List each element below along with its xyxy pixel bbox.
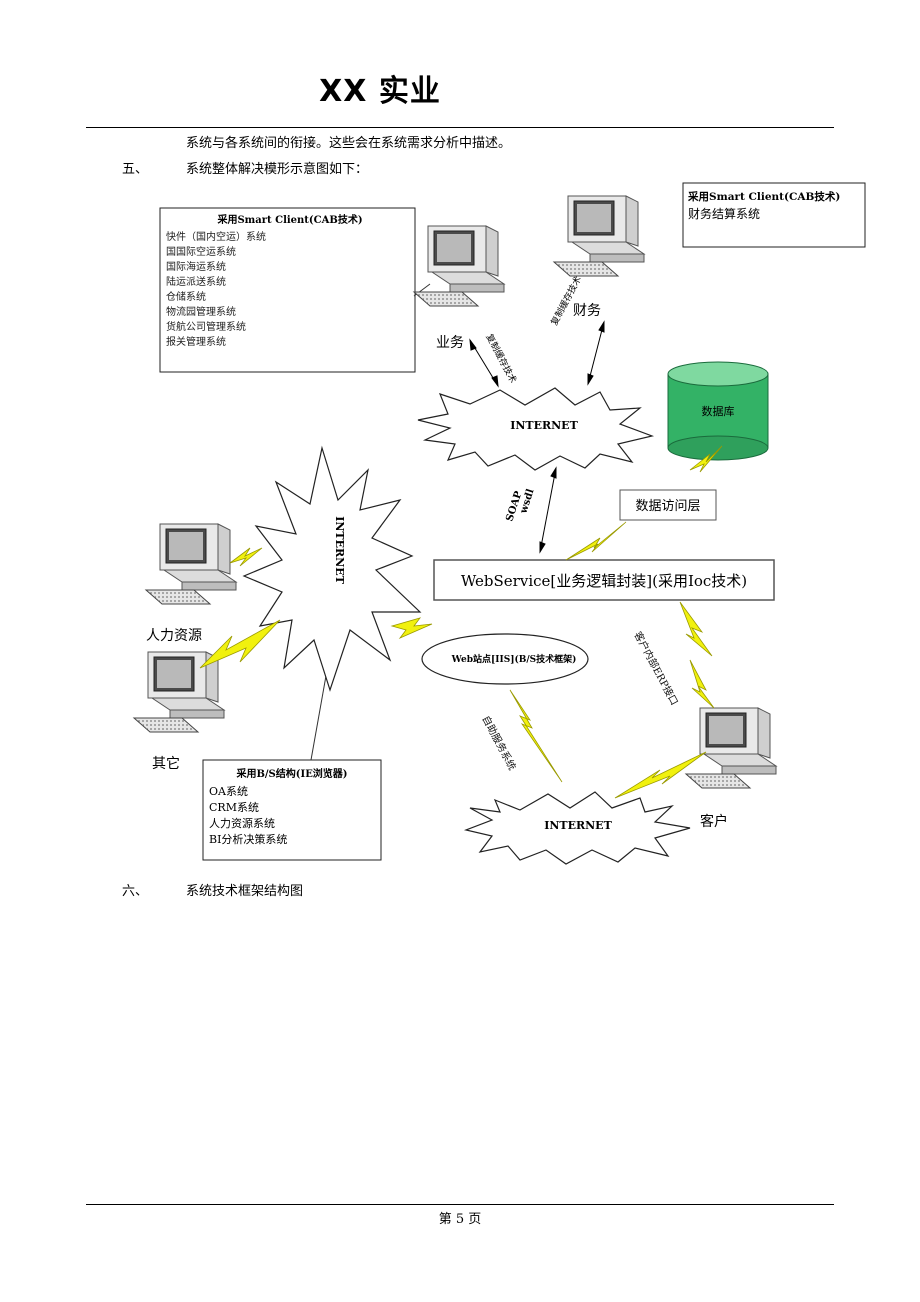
other-computer-icon <box>133 651 225 733</box>
bs-box-item: BI分析决策系统 <box>209 832 287 846</box>
bs-box-item: CRM系统 <box>209 801 259 814</box>
footer-rule <box>86 1204 834 1205</box>
webservice-box <box>433 559 775 601</box>
intro-line: 系统与各系统间的衔接。这些会在系统需求分析中描述。 <box>186 136 512 151</box>
section-5-number: 五、 <box>122 162 149 177</box>
page-number: 第 5 页 <box>438 1212 482 1227</box>
smart-client-box <box>159 207 416 373</box>
internet-bottom-cloud <box>463 791 691 865</box>
web-site-ellipse <box>421 633 589 685</box>
web-site-label: Web站点[IIS](B/S技术框架) <box>451 653 577 665</box>
smart-client-item: 快件（国内空运）系统 <box>166 230 266 243</box>
finance-box-title: 采用Smart Client(CAB技术) <box>687 190 840 203</box>
customer-label: 客户 <box>700 813 728 830</box>
other-label: 其它 <box>152 755 180 772</box>
finance-label: 财务 <box>573 303 601 319</box>
smart-client-item: 国际海运系统 <box>166 260 226 273</box>
finance-computer-icon <box>553 195 645 277</box>
smart-client-item: 陆运派送系统 <box>166 275 226 288</box>
smart-client-item: 仓储系统 <box>166 290 206 303</box>
section-5-title: 系统整体解决模形示意图如下： <box>186 162 369 177</box>
section-6-title: 系统技术框架结构图 <box>186 884 304 899</box>
smart-client-box-title: 采用Smart Client(CAB技术) <box>216 213 362 226</box>
hr-label: 人力资源 <box>146 628 202 644</box>
section-6-number: 六、 <box>122 884 149 899</box>
finance-box-item: 财务结算系统 <box>688 206 760 221</box>
finance-box <box>682 182 866 248</box>
bs-box-item: 人力资源系统 <box>209 816 275 830</box>
data-flow-arrows <box>469 320 605 554</box>
customer-erp-label: 客户内部ERP接口 <box>631 629 681 707</box>
internet-bottom-label: INTERNET <box>544 819 612 832</box>
database-label: 数据库 <box>702 404 735 418</box>
replicate-cache-label-2: 复制缓存技术 <box>548 274 584 327</box>
business-label: 业务 <box>436 335 464 351</box>
business-computer-icon <box>413 225 505 307</box>
webservice-label: WebService[业务逻辑封装](采用Ioc技术) <box>461 572 747 590</box>
internet-top-label: INTERNET <box>510 419 578 432</box>
lightning-links <box>199 445 723 799</box>
bs-structure-box <box>202 759 382 861</box>
data-access-layer-label: 数据访问层 <box>635 499 700 514</box>
data-access-layer-box <box>619 489 717 521</box>
internet-top-cloud <box>417 387 655 471</box>
customer-computer-icon <box>685 707 777 789</box>
smart-client-item: 货航公司管理系统 <box>166 320 246 333</box>
hr-computer-icon <box>145 523 237 605</box>
wsdl-label: wsdl <box>518 488 537 516</box>
bs-box-title: 采用B/S结构(IE浏览器) <box>235 767 347 780</box>
internet-left-label: INTERNET <box>333 516 346 584</box>
smart-client-item: 物流园管理系统 <box>166 305 236 318</box>
smart-client-item: 报关管理系统 <box>166 335 226 348</box>
smart-client-item: 国国际空运系统 <box>166 245 236 258</box>
self-service-label: 自助服务系统 <box>479 713 519 772</box>
database-cylinder <box>667 361 769 461</box>
replicate-cache-label-1: 复制缓存技术 <box>483 332 519 385</box>
bs-box-item: OA系统 <box>209 785 248 798</box>
document-header-title: XX 实业 <box>319 74 441 109</box>
header-rule <box>86 127 834 128</box>
internet-left-cloud <box>242 445 422 692</box>
